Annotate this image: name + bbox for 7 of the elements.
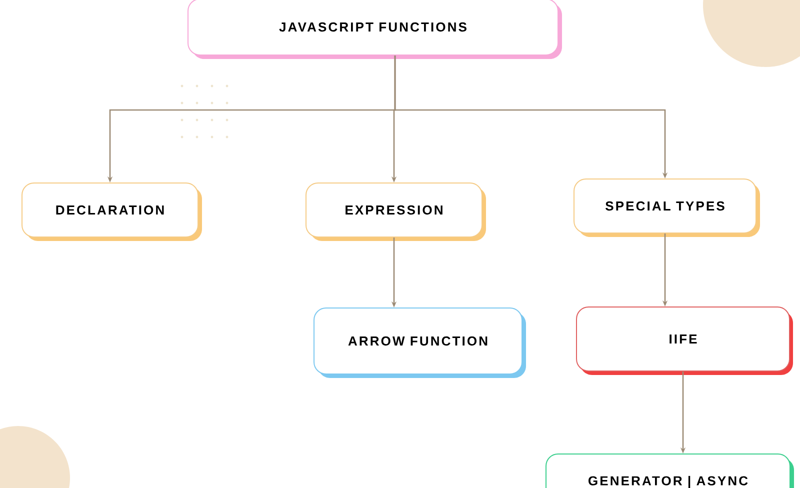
process-box: IIFE — [576, 306, 793, 375]
process-box: JAVASCRIPT FUNCTIONS — [188, 0, 562, 59]
process-box: EXPRESSION — [306, 182, 486, 241]
process-box: GENERATOR | ASYNC — [546, 454, 794, 488]
process-box: DECLARATION — [22, 182, 202, 241]
process-box: SPECIAL TYPES — [574, 178, 760, 237]
process-box: ARROW FUNCTION — [314, 308, 526, 378]
